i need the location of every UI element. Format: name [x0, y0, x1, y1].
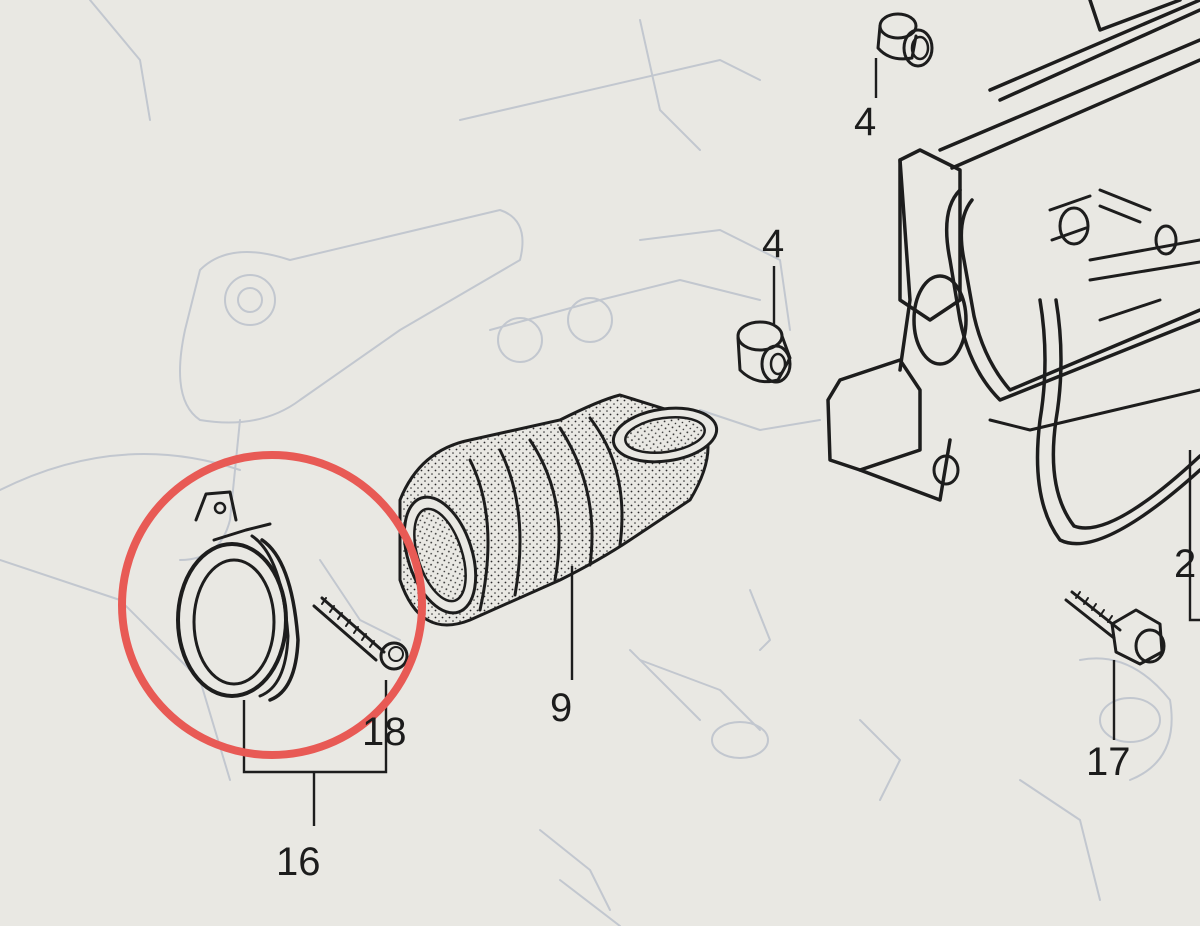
callout-right-bolt: 17	[1086, 740, 1131, 784]
callout-hose: 9	[550, 686, 573, 730]
right-edge-leader	[1188, 450, 1200, 622]
right-bolt	[1064, 590, 1166, 666]
callout-clamp-screw: 18	[362, 710, 407, 754]
mid-nut	[736, 320, 792, 384]
callout-right-edge: 2	[1174, 542, 1197, 586]
callout-mid-nut: 4	[762, 222, 785, 266]
clamp-screw	[312, 596, 409, 671]
callout-top-nut: 4	[854, 100, 877, 144]
housing	[826, 0, 1200, 546]
highlight-circle	[118, 451, 426, 759]
callout-clamp-assembly: 16	[276, 840, 321, 884]
background-ghost-lines	[0, 0, 1173, 926]
top-nut	[876, 12, 934, 68]
hose-clamp	[176, 490, 300, 702]
intake-hose	[398, 393, 719, 627]
